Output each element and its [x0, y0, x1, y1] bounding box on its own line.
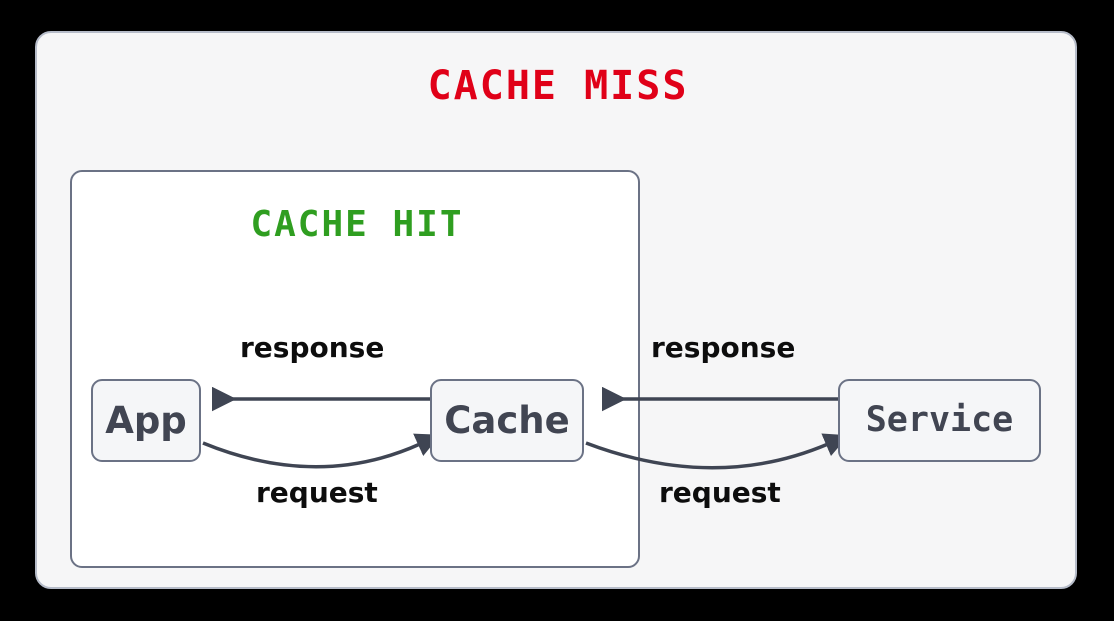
node-app[interactable]: App	[91, 379, 201, 462]
edge-label-service-response-cache: response	[651, 331, 796, 364]
cache-miss-panel: CACHE MISS CACHE HIT	[35, 31, 1077, 589]
edge-label-cache-request-service: request	[659, 476, 781, 509]
cache-miss-title: CACHE MISS	[427, 63, 689, 109]
node-cache[interactable]: Cache	[430, 379, 584, 462]
edge-label-app-request-cache: request	[256, 476, 378, 509]
node-service[interactable]: Service	[838, 379, 1041, 462]
cache-hit-title: CACHE HIT	[250, 204, 464, 245]
cache-hit-panel: CACHE HIT	[70, 170, 640, 568]
edge-label-cache-response-app: response	[240, 331, 385, 364]
